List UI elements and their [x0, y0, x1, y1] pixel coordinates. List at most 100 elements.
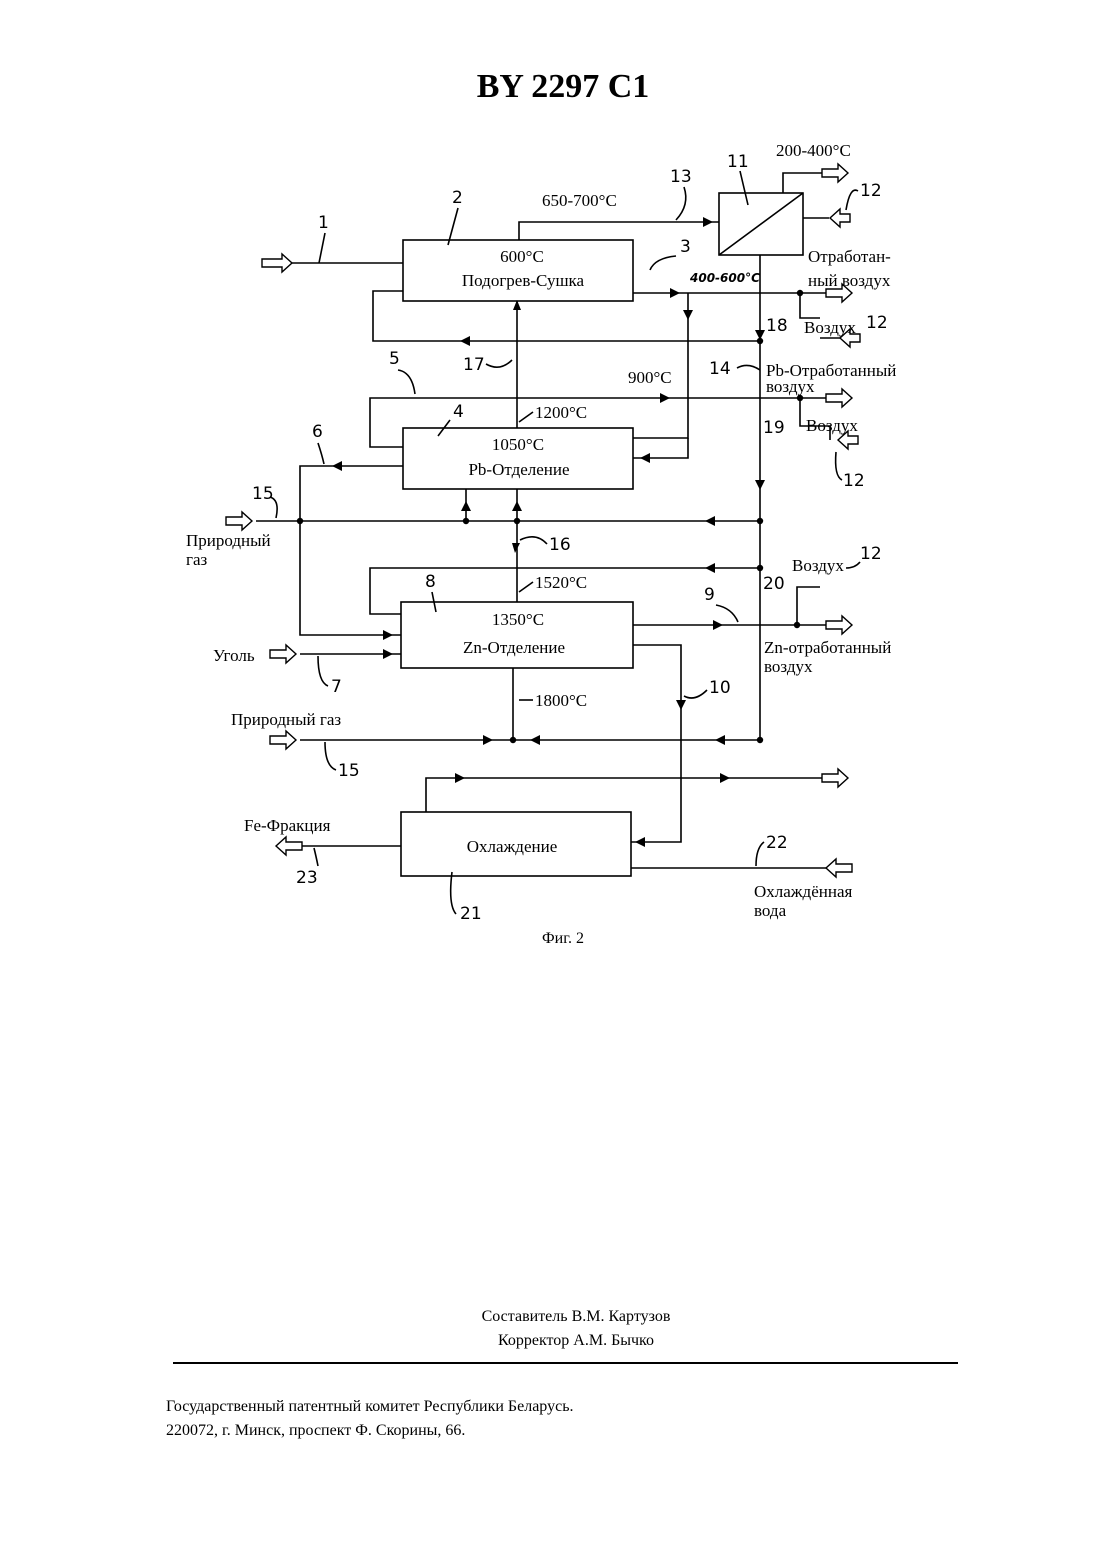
ref-6: 6 [312, 422, 323, 442]
line-10 [631, 645, 681, 842]
flow-arrow [383, 649, 393, 659]
leader [318, 443, 324, 464]
flow-arrow [755, 480, 765, 490]
air-label-c: Воздух [792, 556, 844, 575]
ref-11: 11 [727, 152, 749, 172]
temp-650-700: 650-700°C [542, 191, 617, 210]
ref-15b: 15 [338, 761, 360, 781]
leader [716, 605, 738, 622]
ref-2: 2 [452, 188, 463, 208]
ref-3: 3 [680, 237, 691, 257]
zn-exhaust-label-2: воздух [764, 657, 813, 676]
leader [519, 412, 533, 422]
corrector-line: Корректор А.М. Бычко [0, 1329, 1100, 1353]
leader [737, 365, 760, 370]
ref-22: 22 [766, 833, 788, 853]
gas-inlet-arrow-b [270, 731, 296, 749]
ref-12b: 12 [866, 313, 888, 333]
flow-arrow [683, 310, 693, 320]
ref-23: 23 [296, 868, 318, 888]
air-branch-20 [797, 587, 820, 625]
footer-line-1: Государственный патентный комитет Респуб… [166, 1395, 574, 1419]
flow-arrow [660, 393, 670, 403]
leader [846, 190, 858, 210]
leader [325, 742, 336, 770]
figure-caption: Фиг. 2 [0, 930, 1100, 948]
natural-gas-label-2: газ [186, 550, 208, 569]
temp-1200: 1200°C [535, 403, 587, 422]
line-3-down [633, 293, 688, 438]
junction-dot [463, 518, 469, 524]
ref-18: 18 [766, 316, 788, 336]
ref-15a: 15 [252, 484, 274, 504]
junction-dot [794, 622, 800, 628]
ref-12c: 12 [843, 471, 865, 491]
flow-arrow [676, 700, 686, 710]
flow-arrow [461, 501, 471, 511]
ref-5: 5 [389, 349, 400, 369]
ref-17: 17 [463, 355, 485, 375]
fe-outlet-arrow [276, 837, 302, 855]
ref-19: 19 [763, 418, 785, 438]
cooling-outlet-arrow [822, 769, 848, 787]
leader [451, 872, 456, 914]
footer-line-2: 220072, г. Минск, проспект Ф. Скорины, 6… [166, 1419, 574, 1443]
temp-900: 900°C [628, 368, 672, 387]
zn-name: Zn-Отделение [463, 638, 565, 657]
flow-arrow [512, 543, 520, 553]
flow-arrow [715, 735, 725, 745]
pb-name: Pb-Отделение [468, 460, 569, 479]
feed-inlet-arrow [262, 254, 292, 272]
flow-arrow [713, 620, 723, 630]
temp-1800: 1800°C [535, 691, 587, 710]
line-3-down-b [633, 438, 688, 458]
leader [684, 690, 707, 698]
flow-arrow [460, 336, 470, 346]
leader [519, 582, 533, 592]
pb-exhaust-label-2: воздух [766, 377, 815, 396]
ref-20: 20 [763, 574, 785, 594]
cooled-water-label-2: вода [754, 901, 787, 920]
ref-8: 8 [425, 572, 436, 592]
leader [520, 537, 547, 544]
temp-200-400: 200-400°C [776, 141, 851, 160]
junction-dot [514, 518, 520, 524]
flow-arrow [332, 461, 342, 471]
coal-inlet-arrow [270, 645, 296, 663]
pb-exhaust-arrow [826, 389, 852, 407]
flow-arrow [755, 330, 765, 340]
ref-10: 10 [709, 678, 731, 698]
flow-arrow [383, 630, 393, 640]
compiler-line: Составитель В.М. Картузов [0, 1305, 1100, 1329]
flow-arrow [705, 516, 715, 526]
hx-hot-outlet [783, 173, 822, 193]
flow-arrow [670, 288, 680, 298]
cooled-water-label-1: Охлаждённая [754, 882, 852, 901]
horizontal-rule [173, 1362, 958, 1364]
cooling-top-outlet [426, 778, 822, 812]
junction-dot [757, 737, 763, 743]
natural-gas-label-1: Природный [186, 531, 271, 550]
flow-arrow [640, 453, 650, 463]
footer-block: Государственный патентный комитет Респуб… [166, 1395, 574, 1443]
flow-arrow [455, 773, 465, 783]
coal-label: Уголь [213, 646, 255, 665]
ref-4: 4 [453, 402, 464, 422]
air-label-a: Воздух [804, 318, 856, 337]
temp-400-600: 400-600°C [689, 271, 760, 285]
leader [650, 256, 676, 270]
water-inlet-arrow [826, 859, 852, 877]
junction-dot [297, 518, 303, 524]
preheat-name: Подогрев-Сушка [462, 271, 585, 290]
junction-dot [757, 518, 763, 524]
ref-14: 14 [709, 359, 731, 379]
ref-13: 13 [670, 167, 692, 187]
fe-fraction-label: Fe-Фракция [244, 816, 331, 835]
flow-arrow [530, 735, 540, 745]
ref-12a: 12 [860, 181, 882, 201]
exhaust-air-label-2: ный воздух [808, 271, 891, 290]
flow-arrow [705, 563, 715, 573]
leader [676, 187, 686, 220]
leader [318, 656, 328, 686]
credits-block: Составитель В.М. Картузов Корректор А.М.… [0, 1305, 1100, 1353]
